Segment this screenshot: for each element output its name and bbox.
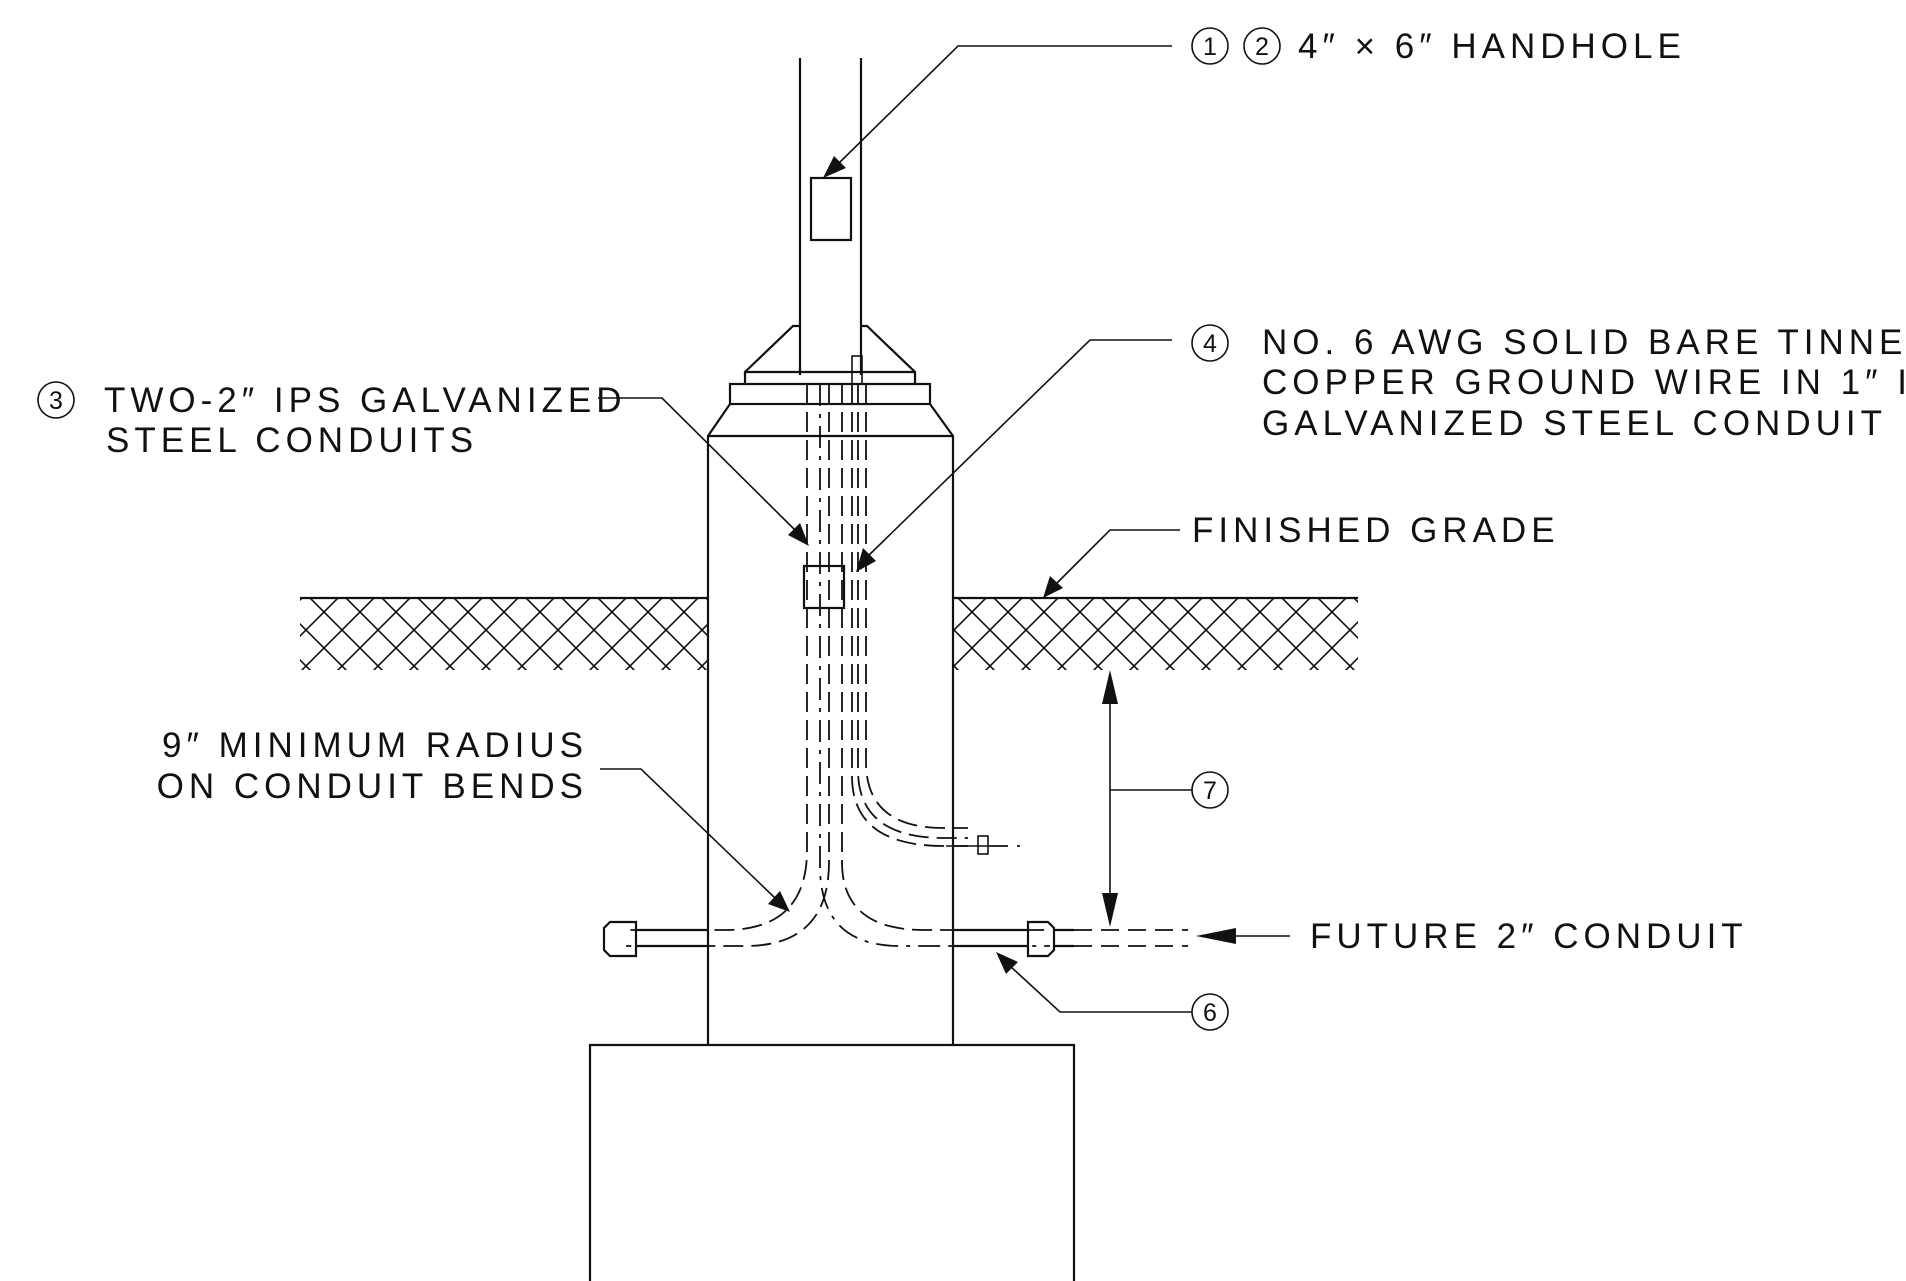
finished-grade-label: FINISHED GRADE: [1192, 511, 1560, 550]
future-conduit-label: FUTURE 2″ CONDUIT: [1310, 917, 1748, 956]
leader-radius: [600, 768, 790, 912]
leader-ground-wire: [856, 339, 1172, 572]
callout-number-3-text: 3: [49, 387, 63, 415]
handhole-label: 4″ × 6″ HANDHOLE: [1298, 27, 1686, 66]
conduits-label-line-2: STEEL CONDUITS: [106, 421, 478, 460]
ground-wire-label-line-1: NO. 6 AWG SOLID BARE TINNED: [1262, 323, 1906, 362]
callout-number-1-text: 1: [1203, 33, 1217, 61]
callout-number-2: 2: [1243, 27, 1281, 65]
callout-number-7: 7: [1191, 771, 1229, 809]
leader-conduits: [598, 397, 809, 546]
radius-label-line-2: ON CONDUIT BENDS: [157, 767, 588, 806]
radius-label-line-1: 9″ MINIMUM RADIUS: [162, 726, 588, 765]
pole-handhole: [809, 176, 853, 242]
pier-junction-box: [802, 564, 846, 610]
callout-number-7-text: 7: [1203, 777, 1217, 805]
callout-number-1: 1: [1191, 27, 1229, 65]
ground-wire-label-line-2: COPPER GROUND WIRE IN 1″ IPS: [1262, 363, 1906, 402]
leader-finished-grade: [1043, 529, 1180, 598]
footing: [588, 1043, 1076, 1281]
conduit-stub-right: [953, 920, 1074, 958]
conduit-right: [819, 384, 1050, 947]
ground-wire-label-line-3: GALVANIZED STEEL CONDUIT: [1262, 404, 1887, 443]
dimension-depth: [1102, 670, 1192, 927]
pole-shaft: [798, 58, 863, 375]
future-conduit: [1074, 929, 1188, 947]
callout-number-3: 3: [37, 381, 75, 419]
callout-number-4-text: 4: [1203, 330, 1217, 358]
conduit-stub-left: [602, 920, 708, 958]
callout-number-6: 6: [1191, 993, 1229, 1031]
conduit-left: [626, 384, 830, 947]
callout-number-2-text: 2: [1255, 33, 1269, 61]
ground-wire-conduit: [851, 384, 1020, 855]
leader-handhole: [823, 45, 1172, 178]
callout-number-4: 4: [1191, 324, 1229, 362]
pole-base-plate: [728, 324, 932, 406]
leader-future-conduit: [1196, 928, 1290, 944]
callout-number-6-text: 6: [1203, 999, 1217, 1027]
conduits-label-line-1: TWO-2″ IPS GALVANIZED: [104, 381, 627, 420]
concrete-pier: [706, 403, 955, 1045]
finished-grade: [300, 596, 1358, 670]
leader-conduit-6: [996, 952, 1192, 1013]
